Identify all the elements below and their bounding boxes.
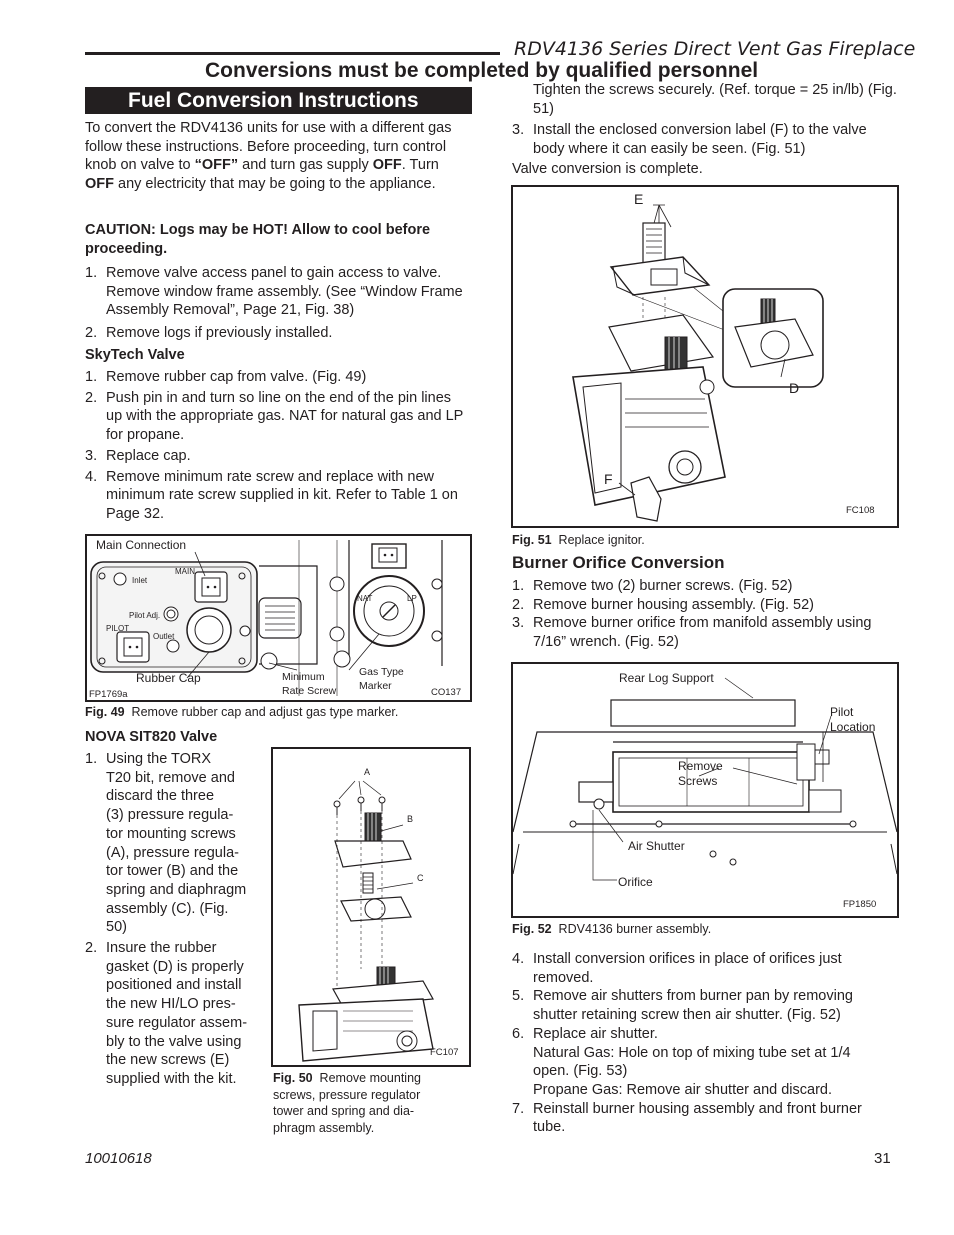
list-item: 2.Remove logs if previously installed. (85, 325, 333, 342)
intro-text-1: To convert the RDV4136 units for use wit… (85, 120, 452, 174)
figure-code: FC108 (846, 505, 875, 516)
list-item: 3.Remove burner orifice from manifold as… (512, 615, 872, 651)
list-item: 4.Remove minimum rate screw and replace … (85, 468, 458, 522)
figure-code: CO137 (431, 687, 462, 698)
general-steps: 1.Remove valve access panel to gain acce… (85, 264, 470, 343)
orifice-label: Orifice (618, 875, 653, 889)
nova-steps: 1. Using the TORX T20 bit, remove and di… (85, 750, 265, 1089)
rate-screw-label: Rate Screw (282, 685, 337, 697)
label-e: E (634, 191, 644, 207)
outlet-label: Outlet (153, 632, 175, 641)
figure-49: Main Connection MAIN Inlet Pilot Adj. PI… (85, 534, 472, 702)
remove-label: Remove (678, 759, 723, 773)
intro-text-3: . Turn (401, 157, 439, 174)
document-title: RDV4136 Series Direct Vent Gas Fireplace (514, 38, 916, 60)
valve-step-3: 3.Install the enclosed conversion label … (512, 121, 902, 158)
list-item: 1. Using the TORX T20 bit, remove and di… (85, 751, 247, 936)
list-item: 2. Insure the rubber gasket (D) is prope… (85, 940, 248, 1087)
list-item: 3.Replace cap. (85, 447, 191, 464)
pilot-location-label: Location (830, 720, 876, 734)
burner-more-steps: 4. Install conversion orifices in place … (512, 950, 902, 1137)
rubber-cap-label: Rubber Cap (136, 671, 201, 685)
fig49-caption: Fig. 49 Remove rubber cap and adjust gas… (85, 704, 398, 721)
section-title: Fuel Conversion Instructions (128, 89, 419, 112)
intro-off-quoted: “OFF” (194, 157, 239, 174)
lp-marking: LP (407, 594, 417, 603)
document-number: 10010618 (85, 1150, 152, 1167)
pilot-label: Pilot (830, 705, 854, 719)
list-item: 1.Remove two (2) burner screws. (Fig. 52… (512, 578, 793, 594)
burner-steps: 1.Remove two (2) burner screws. (Fig. 52… (512, 577, 902, 652)
figure-code: FC107 (430, 1047, 459, 1058)
list-item: 3.Install the enclosed conversion label … (512, 122, 867, 157)
gas-type-label: Gas Type (359, 666, 404, 678)
skytech-valve-illustration (90, 540, 443, 696)
list-item: 1.Remove rubber cap from valve. (Fig. 49… (85, 369, 367, 385)
fig49-caption-label: Fig. 49 (85, 705, 125, 719)
list-item: 2.Push pin in and turn so line on the en… (85, 389, 464, 444)
figure-50: A B C FC107 (271, 747, 471, 1067)
list-item: 7. Reinstall burner housing assembly and… (512, 1100, 862, 1136)
list-item: 4. Install conversion orifices in place … (512, 951, 842, 986)
intro-off-a: OFF (372, 157, 402, 174)
figure-code: FP1769a (89, 689, 128, 700)
label-f: F (604, 471, 613, 487)
fig51-caption-text: Replace ignitor. (558, 533, 645, 547)
inlet-label: Inlet (132, 576, 148, 585)
burner-orifice-heading: Burner Orifice Conversion (512, 553, 725, 572)
label-c: C (417, 873, 424, 883)
label-d: D (789, 380, 800, 396)
fig50-caption-label: Fig. 50 (273, 1071, 313, 1085)
skytech-steps: 1.Remove rubber cap from valve. (Fig. 49… (85, 368, 470, 524)
nova-heading: NOVA SIT820 Valve (85, 729, 218, 745)
screws-label: Screws (678, 774, 718, 788)
marker-label: Marker (359, 680, 392, 692)
valve-conversion-complete: Valve conversion is complete. (512, 161, 703, 177)
valve-label-illustration (572, 204, 824, 522)
fig50-caption: Fig. 50 Remove mounting screws, pressure… (273, 1071, 421, 1135)
fig52-caption-text: RDV4136 burner assembly. (558, 922, 712, 936)
header-rule (85, 52, 500, 55)
fig51-caption-label: Fig. 51 (512, 533, 552, 547)
main-connection-label: Main Connection (96, 538, 187, 552)
fig49-caption-text: Remove rubber cap and adjust gas type ma… (131, 705, 399, 719)
minimum-label: Minimum (282, 671, 325, 683)
figure-52: Rear Log Support Pilot Location Remove S… (511, 662, 899, 918)
list-item: 5. Remove air shutters from burner pan b… (512, 988, 853, 1024)
intro-text-4: any electricity that may be going to the… (114, 176, 436, 193)
section-title-bar (85, 87, 472, 114)
air-shutter-label: Air Shutter (628, 839, 685, 853)
intro-text-2: and turn gas supply (238, 157, 373, 174)
caution-note: CAUTION: Logs may be HOT! Allow to cool … (85, 222, 431, 257)
list-item: 2.Remove burner housing assembly. (Fig. … (512, 596, 814, 613)
fig52-caption-label: Fig. 52 (512, 922, 552, 936)
intro-off-b: OFF (85, 176, 114, 193)
fig52-caption: Fig. 52 RDV4136 burner assembly. (512, 921, 711, 938)
fig51-caption: Fig. 51 Replace ignitor. (512, 532, 645, 549)
qualified-personnel-warning: Conversions must be completed by qualifi… (205, 59, 759, 82)
list-item: 6. Replace air shutter. Natural Gas: Hol… (512, 1025, 851, 1098)
pilot-adj-label: Pilot Adj. (129, 611, 161, 620)
main-label: MAIN (175, 567, 195, 576)
intro-paragraph: To convert the RDV4136 units for use wit… (85, 119, 470, 194)
list-item: 1.Remove valve access panel to gain acce… (85, 265, 463, 319)
nat-marking: NAT (357, 594, 373, 603)
figure-51: E D F FC108 (511, 185, 899, 528)
label-a: A (364, 767, 371, 777)
page-number: 31 (874, 1150, 891, 1167)
burner-assembly-illustration (513, 677, 897, 881)
skytech-heading: SkyTech Valve (85, 347, 185, 363)
pilot-label: PILOT (106, 624, 130, 633)
label-b: B (407, 814, 414, 824)
nova-valve-illustration (298, 780, 434, 1062)
rear-log-support-label: Rear Log Support (619, 671, 714, 685)
tighten-note: Tighten the screws securely. (Ref. torqu… (533, 82, 897, 117)
figure-code: FP1850 (843, 899, 877, 910)
